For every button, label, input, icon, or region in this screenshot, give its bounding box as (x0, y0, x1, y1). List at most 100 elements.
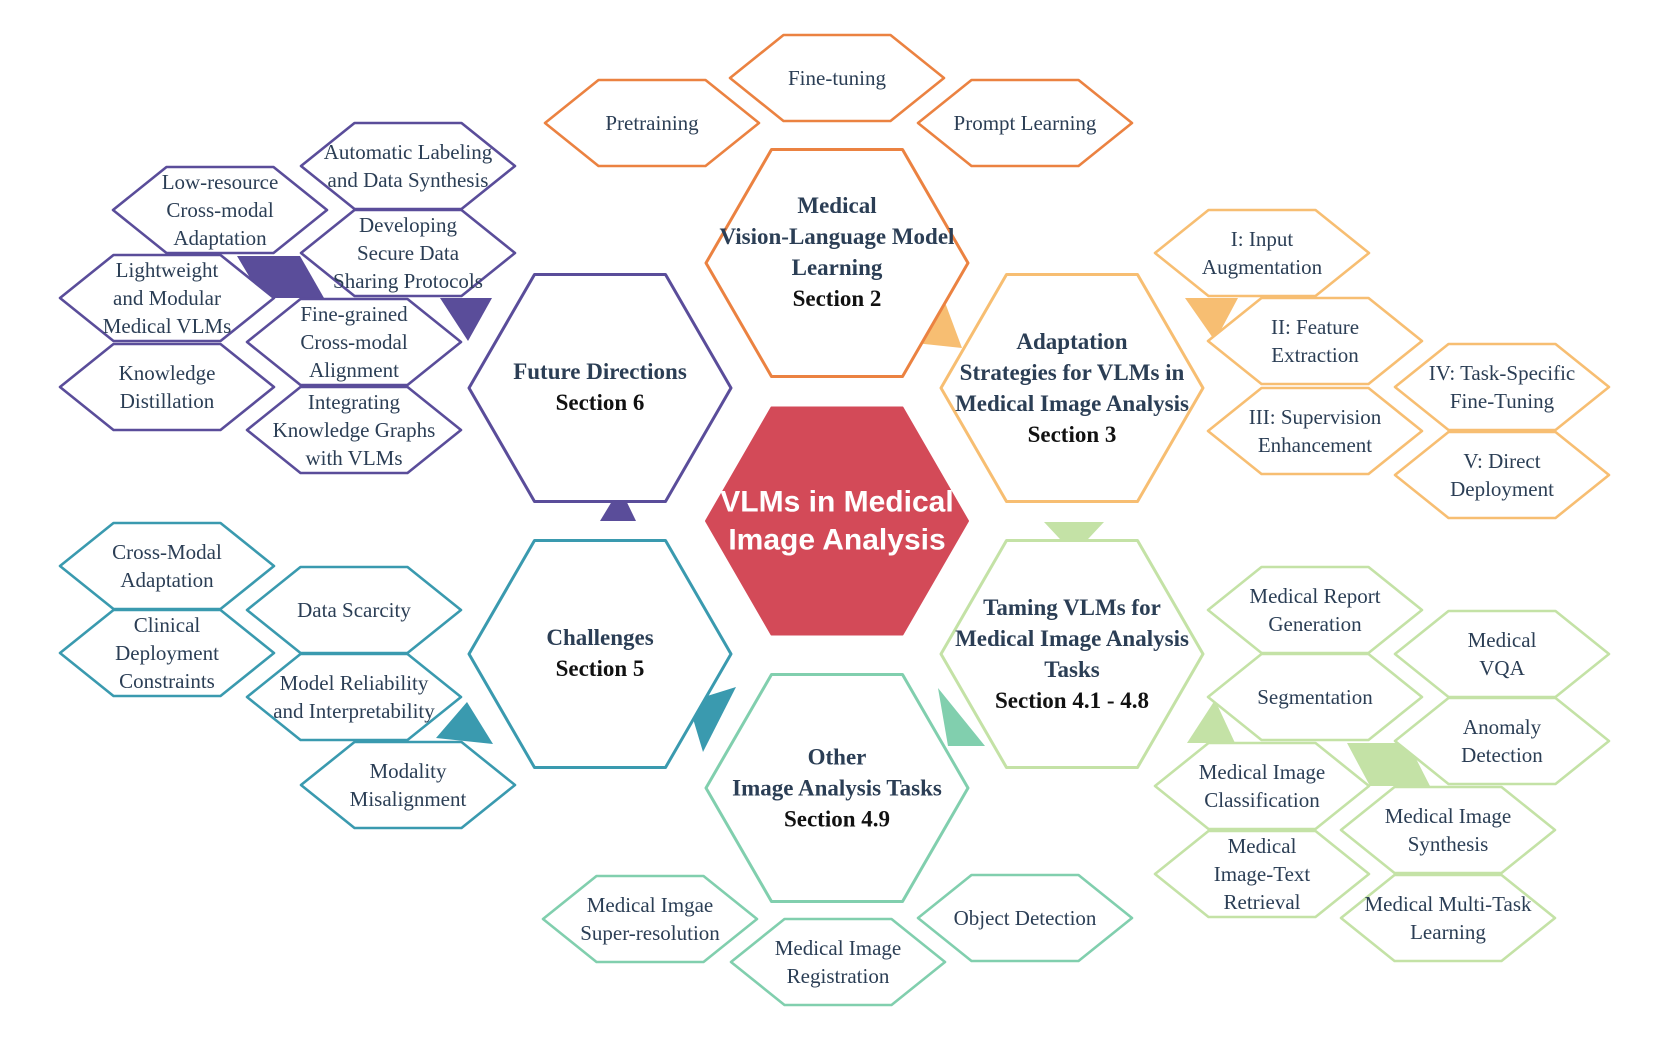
item-label-future-4-line-2: and Modular (113, 286, 221, 310)
section-title-taming-line-2: Medical Image Analysis (955, 626, 1189, 651)
item-hex-taming-3 (1206, 652, 1424, 742)
item-label-future-6-line-2: Distillation (120, 389, 215, 413)
item-label-future-7-line-2: Knowledge Graphs (273, 418, 436, 442)
item-label-challenges-2: Data Scarcity (297, 598, 411, 622)
section-number-challenges: Section 5 (556, 656, 645, 681)
item-label-other-1-line-1: Medical Imgae (587, 893, 714, 917)
wedge-future-right (440, 298, 492, 341)
item-label-learning-3-line-1: Prompt Learning (954, 111, 1097, 135)
item-label-future-6-line-1: Knowledge (119, 361, 216, 385)
item-hex-future-2 (111, 165, 329, 255)
item-label-challenges-3-line-1: Clinical (134, 613, 201, 637)
item-hex-taming-7 (1153, 829, 1371, 919)
item-label-challenges-4-line-2: and Interpretability (273, 699, 435, 723)
item-label-adaptation-1-line-2: Augmentation (1202, 255, 1323, 279)
item-hex-taming-4 (1393, 696, 1611, 786)
item-label-challenges-4-line-1: Model Reliability (280, 671, 429, 695)
item-hex-learning-2 (728, 33, 946, 123)
section-hex-taming (939, 539, 1205, 769)
item-label-future-3-line-1: Developing (359, 213, 457, 237)
item-hex-other-1 (541, 874, 759, 964)
item-label-adaptation-5-line-2: Deployment (1450, 477, 1554, 501)
item-label-adaptation-2-line-2: Extraction (1271, 343, 1359, 367)
section-hex-adaptation (939, 273, 1205, 503)
item-hex-adaptation-1 (1153, 208, 1371, 298)
section-title-learning-line-3: Learning (792, 255, 883, 280)
section-title-other-line-1: Other (808, 745, 867, 770)
section-title-challenges-line-1: Challenges (546, 625, 653, 650)
item-label-challenges-4: Model Reliability and Interpretability (273, 671, 435, 723)
section-title-adaptation-line-3: Medical Image Analysis (955, 391, 1189, 416)
item-label-taming-5-line-2: Classification (1204, 788, 1320, 812)
item-label-future-4-line-1: Lightweight (116, 258, 219, 282)
item-label-taming-1-line-1: Medical Report (1249, 584, 1380, 608)
item-label-learning-3: Prompt Learning (954, 111, 1097, 135)
center-title-line-1: VLMs in Medical (720, 486, 953, 519)
item-label-adaptation-3-line-2: Enhancement (1258, 433, 1372, 457)
item-hex-learning-3 (916, 78, 1134, 168)
item-hex-other-2 (729, 917, 947, 1007)
item-hex-adaptation-5 (1393, 430, 1611, 520)
item-label-taming-3: Segmentation (1257, 685, 1373, 709)
item-hex-taming-8 (1339, 873, 1557, 963)
section-title-taming-line-3: Tasks (1044, 657, 1099, 682)
item-label-other-2-line-1: Medical Image (775, 936, 902, 960)
item-label-other-2-line-2: Registration (787, 964, 890, 988)
item-label-taming-6-line-1: Medical Image (1385, 804, 1512, 828)
center-hex (705, 406, 969, 636)
wedge-adaptation (1185, 298, 1238, 341)
item-label-challenges-1-line-1: Cross-Modal (112, 540, 222, 564)
item-hex-taming-6 (1339, 785, 1557, 875)
item-label-future-1-line-2: and Data Synthesis (328, 168, 489, 192)
item-label-taming-6-line-2: Synthesis (1408, 832, 1489, 856)
item-hex-taming-1 (1206, 565, 1424, 655)
connector-taming-other (938, 688, 985, 746)
item-label-future-3-line-3: Sharing Protocols (333, 269, 483, 293)
item-label-challenges-5-line-1: Modality (370, 759, 447, 783)
item-hex-adaptation-4 (1393, 342, 1611, 432)
item-label-taming-5-line-1: Medical Image (1199, 760, 1326, 784)
item-label-learning-1-line-1: Pretraining (605, 111, 699, 135)
item-label-future-2-line-2: Cross-modal (166, 198, 273, 222)
section-hex-learning (704, 148, 970, 378)
section-hex-other (704, 673, 970, 903)
connector-fills (237, 256, 1430, 786)
item-label-adaptation-3-line-1: III: Supervision (1249, 405, 1382, 429)
item-hex-future-4 (58, 253, 276, 343)
item-label-adaptation-1-line-1: I: Input (1231, 227, 1294, 251)
item-label-future-2-line-1: Low-resource (162, 170, 279, 194)
item-hex-other-3 (916, 873, 1134, 963)
item-label-adaptation-5-line-1: V: Direct (1463, 449, 1540, 473)
item-label-challenges-2-line-1: Data Scarcity (297, 598, 411, 622)
item-label-future-4-line-3: Medical VLMs (103, 314, 232, 338)
item-label-future-7-line-1: Integrating (308, 390, 401, 414)
connector-challenges-future (600, 488, 636, 521)
item-hex-future-5 (245, 297, 463, 387)
item-hex-challenges-3 (58, 608, 276, 698)
item-hex-future-6 (58, 342, 276, 432)
section-number-learning: Section 2 (793, 286, 882, 311)
wedge-challenges (436, 702, 493, 744)
item-hex-challenges-4 (245, 652, 463, 742)
item-label-other-3: Object Detection (954, 906, 1097, 930)
item-label-future-2-line-3: Adaptation (173, 226, 267, 250)
